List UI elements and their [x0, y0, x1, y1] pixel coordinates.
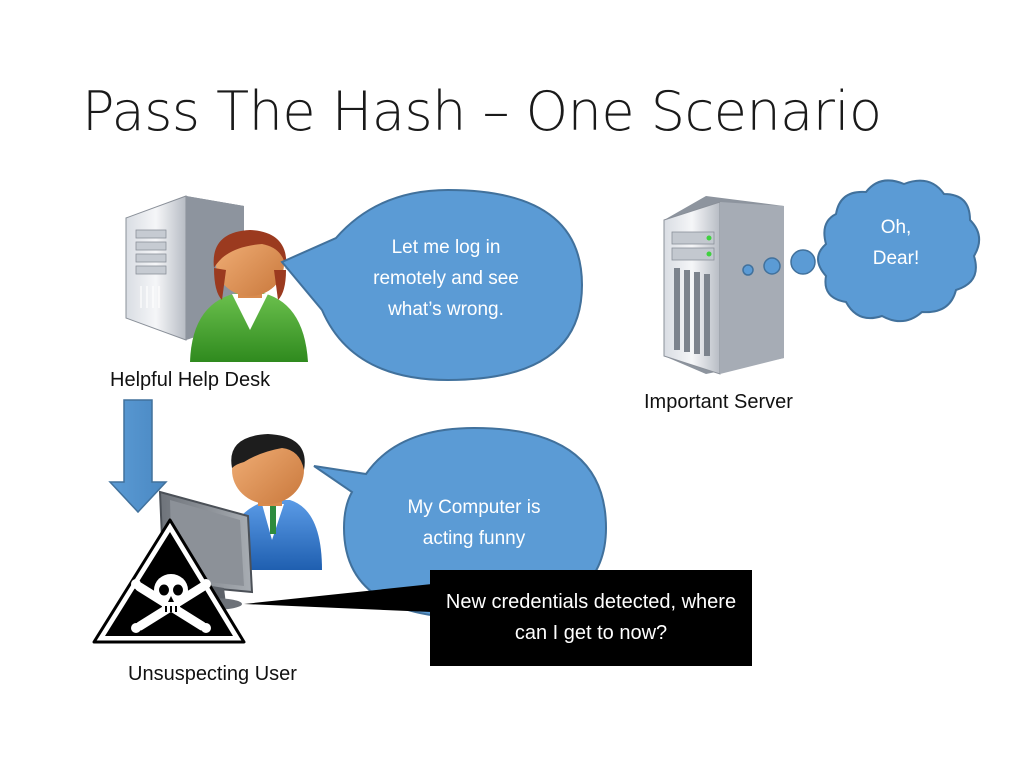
user-speech-text: My Computer is acting funny	[407, 497, 541, 549]
help-desk-person-icon	[125, 195, 308, 362]
slide-title: Pass The Hash – One Scenario	[82, 80, 882, 143]
down-arrow-icon	[108, 399, 168, 514]
server-tower-icon	[663, 196, 784, 375]
skull-crossbones-warning-icon	[92, 518, 246, 644]
server-thought-cloud	[742, 179, 981, 323]
server-label: Important Server	[644, 391, 793, 413]
server-thought-text: Oh, Dear!	[872, 217, 920, 269]
malware-callout	[244, 570, 752, 666]
malware-callout-text: New credentials detected, where can I ge…	[445, 591, 737, 644]
help-desk-speech-text: Let me log in remotely and see what’s wr…	[373, 237, 519, 320]
help-desk-label: Helpful Help Desk	[110, 369, 271, 391]
help-desk-speech-bubble	[280, 188, 584, 382]
user-label: Unsuspecting User	[128, 663, 297, 685]
